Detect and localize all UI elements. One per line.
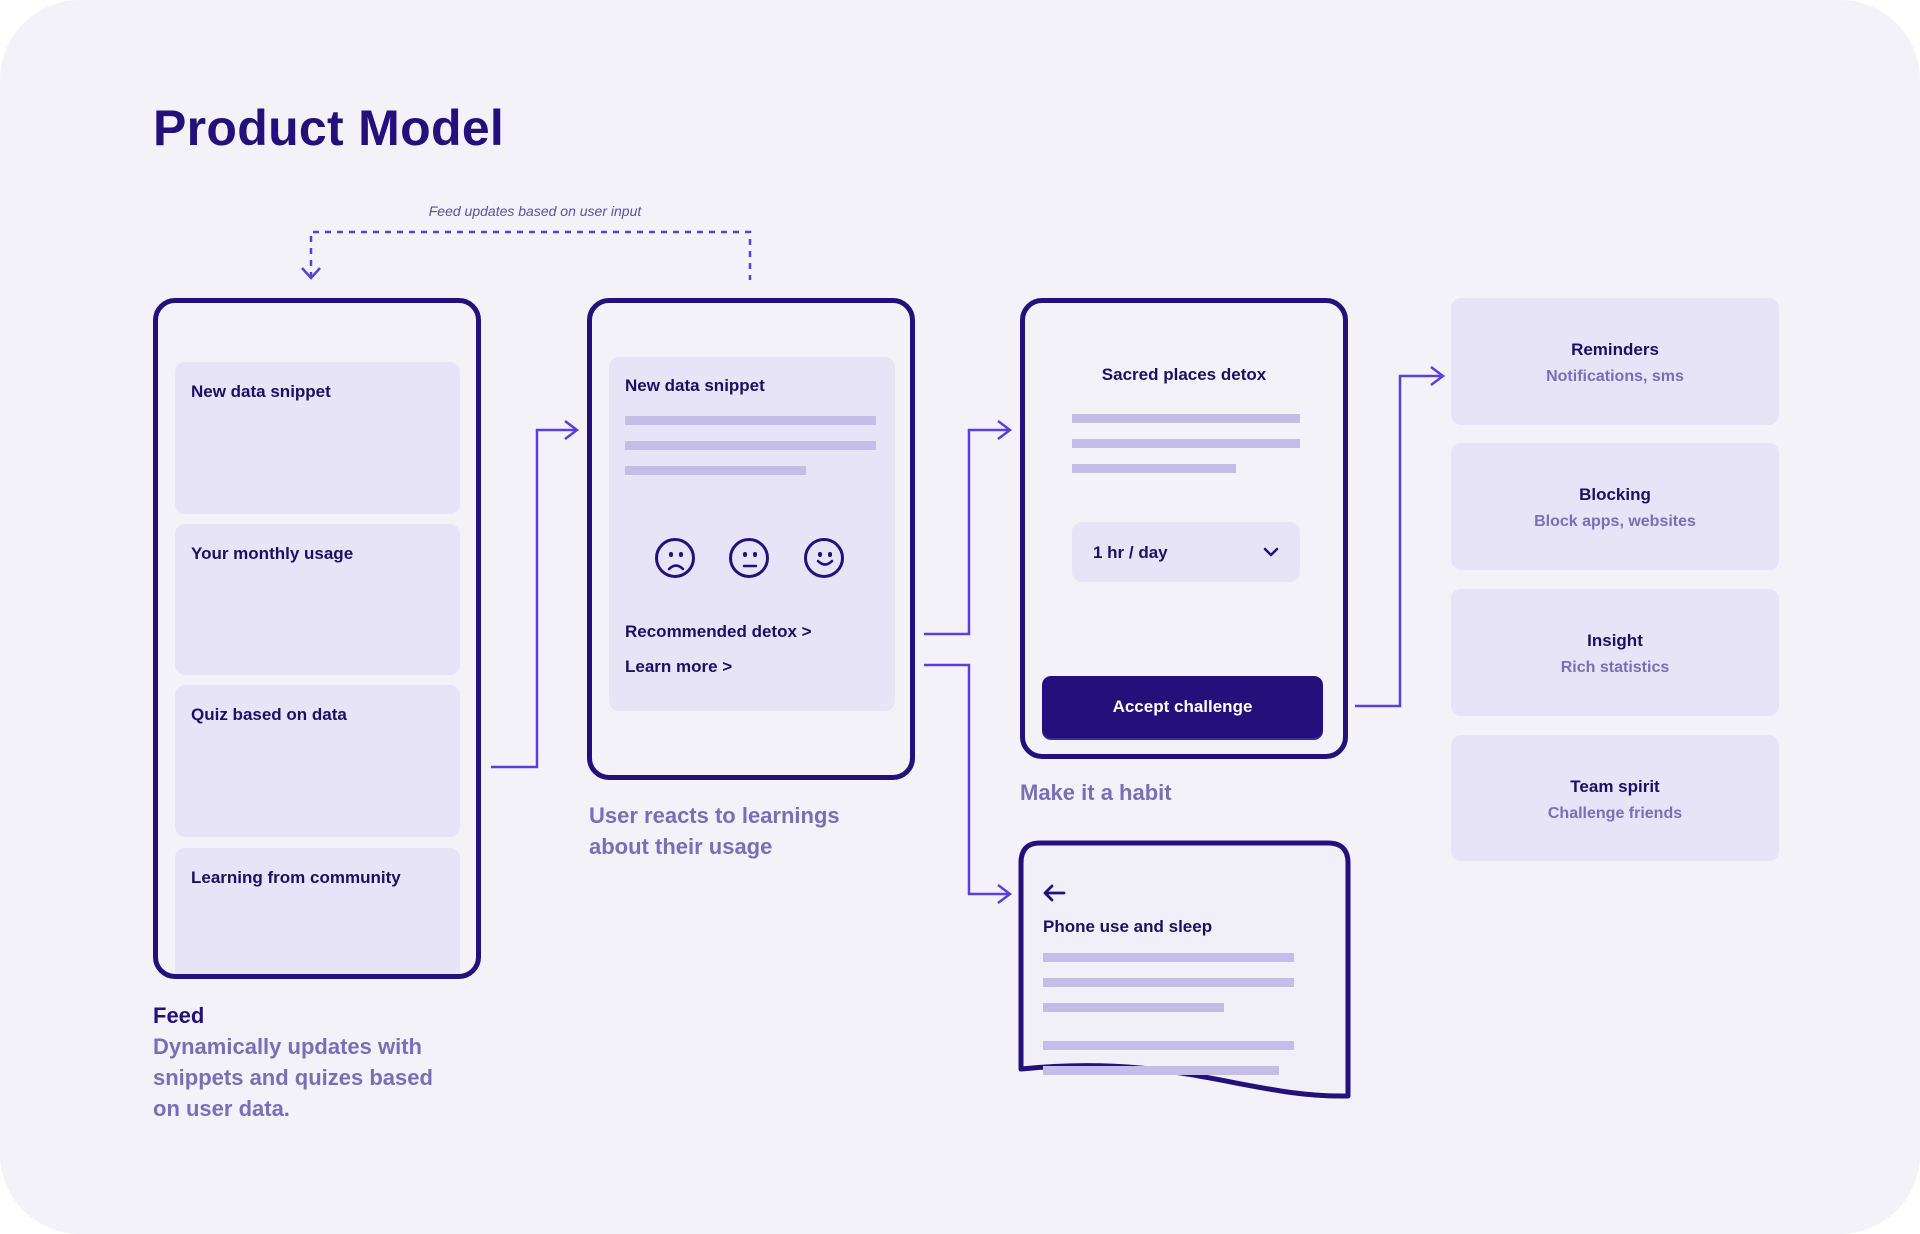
feature-title: Insight — [1587, 631, 1643, 650]
react-to-article-connector — [924, 663, 1008, 896]
feature-card-insight[interactable]: Insight Rich statistics — [1451, 589, 1779, 716]
feedback-loop-path — [309, 230, 752, 280]
text-placeholder-line — [1043, 1041, 1294, 1050]
text-placeholder-line — [1043, 978, 1294, 987]
feedback-loop-label: Feed updates based on user input — [428, 203, 642, 219]
react-to-article-arrowhead — [997, 884, 1013, 904]
feedback-loop-arrowhead — [301, 267, 321, 280]
react-caption: User reacts to learnings about their usa… — [589, 803, 840, 859]
text-placeholder-line — [625, 416, 876, 425]
snippet-card-title: New data snippet — [625, 376, 765, 395]
text-placeholder-line — [1072, 439, 1300, 448]
feed-to-react-arrowhead — [564, 420, 580, 440]
feature-subtitle: Notifications, sms — [1546, 368, 1684, 385]
feed-description: Dynamically updates with snippets and qu… — [153, 1034, 433, 1121]
neutral-face-icon[interactable] — [729, 538, 769, 578]
duration-select[interactable]: 1 hr / day — [1072, 522, 1300, 582]
feature-subtitle: Challenge friends — [1547, 805, 1683, 822]
text-placeholder-line — [625, 441, 876, 450]
feature-title: Team spirit — [1570, 777, 1660, 796]
text-placeholder-line — [1043, 1066, 1279, 1075]
text-placeholder-line — [1072, 464, 1236, 473]
article-phone-frame — [1018, 840, 1351, 1099]
feed-card-title: Your monthly usage — [191, 544, 354, 563]
text-placeholder-line — [1043, 1003, 1224, 1012]
challenge-title: Sacred places detox — [1101, 365, 1267, 384]
feed-card[interactable]: New data snippet — [175, 362, 460, 514]
feature-subtitle: Rich statistics — [1560, 659, 1670, 676]
feed-label: Feed — [153, 1003, 205, 1028]
feed-card[interactable]: Quiz based on data — [175, 685, 460, 837]
feature-title: Reminders — [1571, 340, 1659, 359]
text-placeholder-line — [1072, 414, 1300, 423]
chevron-down-icon — [1263, 547, 1279, 557]
article-screen: Phone use and sleep — [1020, 842, 1350, 1092]
accept-challenge-button[interactable]: Accept challenge — [1042, 676, 1323, 738]
recommended-detox-link[interactable]: Recommended detox > — [625, 622, 812, 641]
snippet-card: New data snippet Recommended detox > Lea… — [609, 357, 895, 711]
feature-title: Blocking — [1579, 485, 1651, 504]
sad-face-icon[interactable] — [655, 538, 695, 578]
page-title: Product Model — [153, 100, 505, 156]
react-phone: New data snippet Recommended detox > Lea… — [587, 298, 915, 780]
learn-more-link[interactable]: Learn more > — [625, 657, 733, 676]
feed-phone: New data snippet Your monthly usage Quiz… — [153, 298, 481, 979]
feed-card-title: New data snippet — [191, 382, 331, 401]
feature-card-reminders[interactable]: Reminders Notifications, sms — [1451, 298, 1779, 425]
duration-select-value: 1 hr / day — [1093, 543, 1168, 562]
article-title: Phone use and sleep — [1043, 917, 1213, 936]
feed-card-title: Learning from community — [191, 868, 401, 887]
react-to-habit-arrowhead — [997, 420, 1013, 440]
arrow-left-icon[interactable] — [1042, 884, 1066, 902]
feature-subtitle: Block apps, websites — [1534, 513, 1696, 530]
habit-phone: Sacred places detox 1 hr / day Accept ch… — [1020, 298, 1348, 759]
text-placeholder-line — [625, 466, 806, 475]
feature-card-team-spirit[interactable]: Team spirit Challenge friends — [1451, 735, 1779, 861]
habit-to-features-arrowhead — [1430, 366, 1446, 386]
feed-card-title: Quiz based on data — [191, 705, 347, 724]
feature-card-blocking[interactable]: Blocking Block apps, websites — [1451, 443, 1779, 570]
feed-card[interactable]: Your monthly usage — [175, 524, 460, 675]
habit-caption: Make it a habit — [1020, 780, 1172, 805]
habit-to-features-connector — [1355, 374, 1441, 708]
happy-face-icon[interactable] — [804, 538, 844, 578]
text-placeholder-line — [1043, 953, 1294, 962]
feed-to-react-connector — [491, 428, 575, 769]
react-to-habit-connector — [924, 428, 1008, 636]
feed-card[interactable]: Learning from community — [175, 848, 460, 974]
